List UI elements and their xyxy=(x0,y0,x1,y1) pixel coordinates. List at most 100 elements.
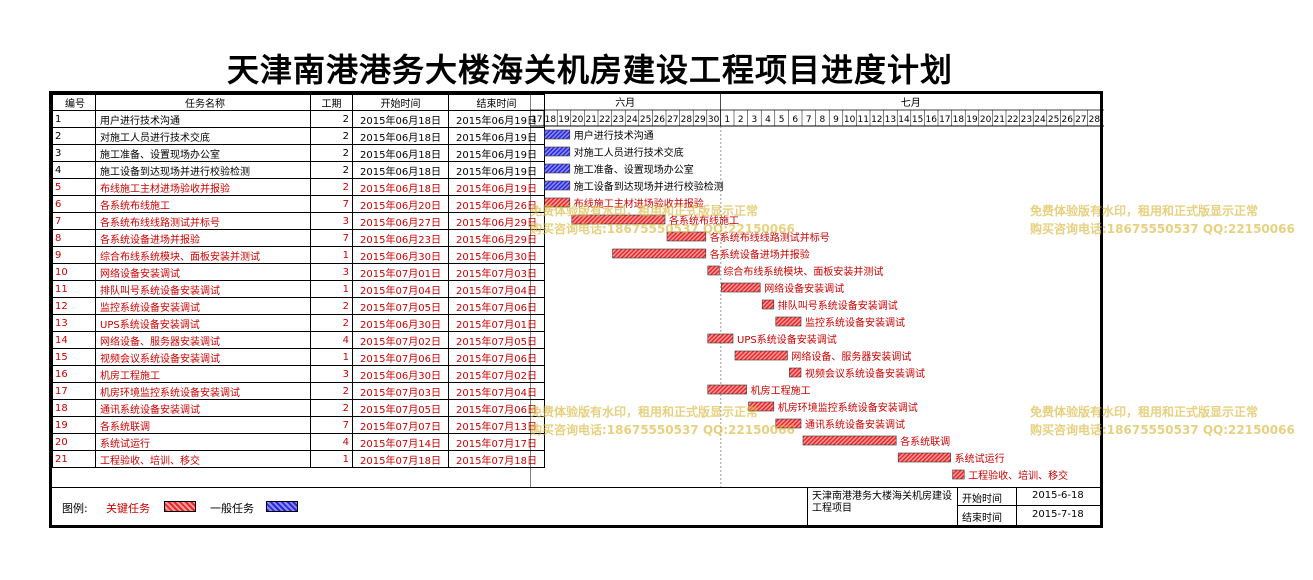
task-id: 19 xyxy=(52,416,96,434)
legend: 图例: 关键任务 一般任务 xyxy=(52,487,1100,526)
task-name: 各系统布线施工 xyxy=(95,195,311,213)
day-tick-label: 28 xyxy=(1089,115,1101,125)
task-id: 8 xyxy=(52,229,96,247)
day-tick-label: 24 xyxy=(1034,115,1046,125)
gantt-bar-label: 各系统联调 xyxy=(900,435,950,448)
gantt-bar xyxy=(761,299,775,310)
page-title: 天津南港港务大楼海关机房建设工程项目进度计划 xyxy=(226,51,953,89)
gantt-bar-label: 综合布线系统模块、面板安装并测试 xyxy=(723,265,883,278)
gantt-bar-label: 布线施工主材进场验收并报验 xyxy=(574,197,704,210)
task-start: 2015年07月14日 xyxy=(352,433,449,451)
day-tick-label: 23 xyxy=(613,115,624,125)
watermark-line1: 免费体验版有水印，租用和正式版显示正常 xyxy=(530,405,759,419)
gantt-bar xyxy=(952,469,965,480)
task-duration: 3 xyxy=(310,365,353,383)
gantt-bar-label: 网络设备安装调试 xyxy=(764,282,844,295)
task-name: 机房工程施工 xyxy=(95,365,311,383)
day-tick-label: 14 xyxy=(898,115,910,125)
task-name: 施工设备到达现场并进行校验检测 xyxy=(95,161,311,179)
day-tick-label: 22 xyxy=(1007,115,1018,125)
header-name: 任务名称 xyxy=(95,94,311,111)
start-label: 开始时间 xyxy=(962,494,1002,505)
task-start: 2015年06月18日 xyxy=(352,127,449,145)
task-id: 6 xyxy=(52,195,96,213)
task-start: 2015年06月23日 xyxy=(352,229,449,247)
gantt-bar xyxy=(707,384,747,395)
task-id: 20 xyxy=(52,433,96,451)
gantt-bar xyxy=(544,197,571,208)
day-tick-label: 10 xyxy=(844,115,856,125)
task-end: 2015年07月18日 xyxy=(448,450,545,468)
day-tick-label: 26 xyxy=(1061,115,1073,125)
task-name: UPS系统设备安装调试 xyxy=(95,314,311,332)
day-tick-label: 28 xyxy=(681,115,693,125)
task-name: 各系统设备进场并报验 xyxy=(95,229,311,247)
legend-normal-swatch xyxy=(266,501,298,512)
day-tick-label: 27 xyxy=(667,115,678,125)
legend-normal-label: 一般任务 xyxy=(210,502,254,515)
task-duration: 2 xyxy=(310,314,353,332)
task-name: 系统试运行 xyxy=(95,433,311,451)
watermark-line1: 免费体验版有水印，租用和正式版显示正常 xyxy=(1030,204,1259,218)
day-tick-label: 20 xyxy=(980,115,992,125)
task-start: 2015年07月02日 xyxy=(352,331,449,349)
task-duration: 3 xyxy=(310,212,353,230)
task-start: 2015年06月18日 xyxy=(352,110,449,128)
task-duration: 4 xyxy=(310,331,353,349)
gantt-bar-label: 各系统布线线路测试并标号 xyxy=(710,231,830,244)
task-duration: 2 xyxy=(310,297,353,315)
day-tick-label: 11 xyxy=(857,115,868,125)
project-name: 天津南港港务大楼海关机房建设工程项目 xyxy=(812,491,952,514)
watermark-line2: 购买咨询电话:18675550537 QQ:22150066 xyxy=(530,222,795,236)
day-tick-label: 15 xyxy=(912,115,923,125)
gantt-bar-label: 视频会议系统设备安装调试 xyxy=(805,367,925,380)
gantt-bar-label: 网络设备、服务器安装调试 xyxy=(791,350,911,363)
task-name: 排队叫号系统设备安装调试 xyxy=(95,280,311,298)
task-name: 机房环境监控系统设备安装调试 xyxy=(95,382,311,400)
task-start: 2015年07月03日 xyxy=(352,382,449,400)
task-duration: 7 xyxy=(310,416,353,434)
day-tick-label: 27 xyxy=(1075,115,1086,125)
task-name: 各系统联调 xyxy=(95,416,311,434)
gantt-bar-label: 机房工程施工 xyxy=(751,384,811,397)
gantt-bar xyxy=(802,435,897,446)
task-start: 2015年07月04日 xyxy=(352,280,449,298)
day-tick-label: 4 xyxy=(765,115,771,125)
gantt-bar xyxy=(544,146,571,157)
task-duration: 2 xyxy=(310,110,353,128)
watermark-line1: 免费体验版有水印，租用和正式版显示正常 xyxy=(1030,405,1259,419)
task-duration: 1 xyxy=(310,246,353,264)
gantt-bar-label: 各系统设备进场并报验 xyxy=(710,248,810,261)
task-start: 2015年06月27日 xyxy=(352,212,449,230)
task-start: 2015年06月30日 xyxy=(352,246,449,264)
day-tick-label: 30 xyxy=(708,115,720,125)
day-tick-label: 23 xyxy=(1021,115,1032,125)
gantt-bar xyxy=(707,333,734,344)
gantt-bar xyxy=(544,180,571,191)
day-tick-label: 9 xyxy=(833,115,839,125)
start-value: 2015-6-18 xyxy=(1032,490,1084,501)
day-tick-label: 17 xyxy=(531,115,542,125)
task-duration: 1 xyxy=(310,348,353,366)
gantt-bar-label: UPS系统设备安装调试 xyxy=(737,333,837,346)
task-id: 4 xyxy=(52,161,96,179)
task-start: 2015年06月18日 xyxy=(352,178,449,196)
task-duration: 2 xyxy=(310,382,353,400)
day-tick-label: 21 xyxy=(585,115,596,125)
day-tick-label: 29 xyxy=(694,115,706,125)
end-label: 结束时间 xyxy=(962,513,1002,524)
month-label-june: 六月 xyxy=(615,97,635,109)
day-tick-label: 3 xyxy=(752,115,758,125)
task-id: 5 xyxy=(52,178,96,196)
